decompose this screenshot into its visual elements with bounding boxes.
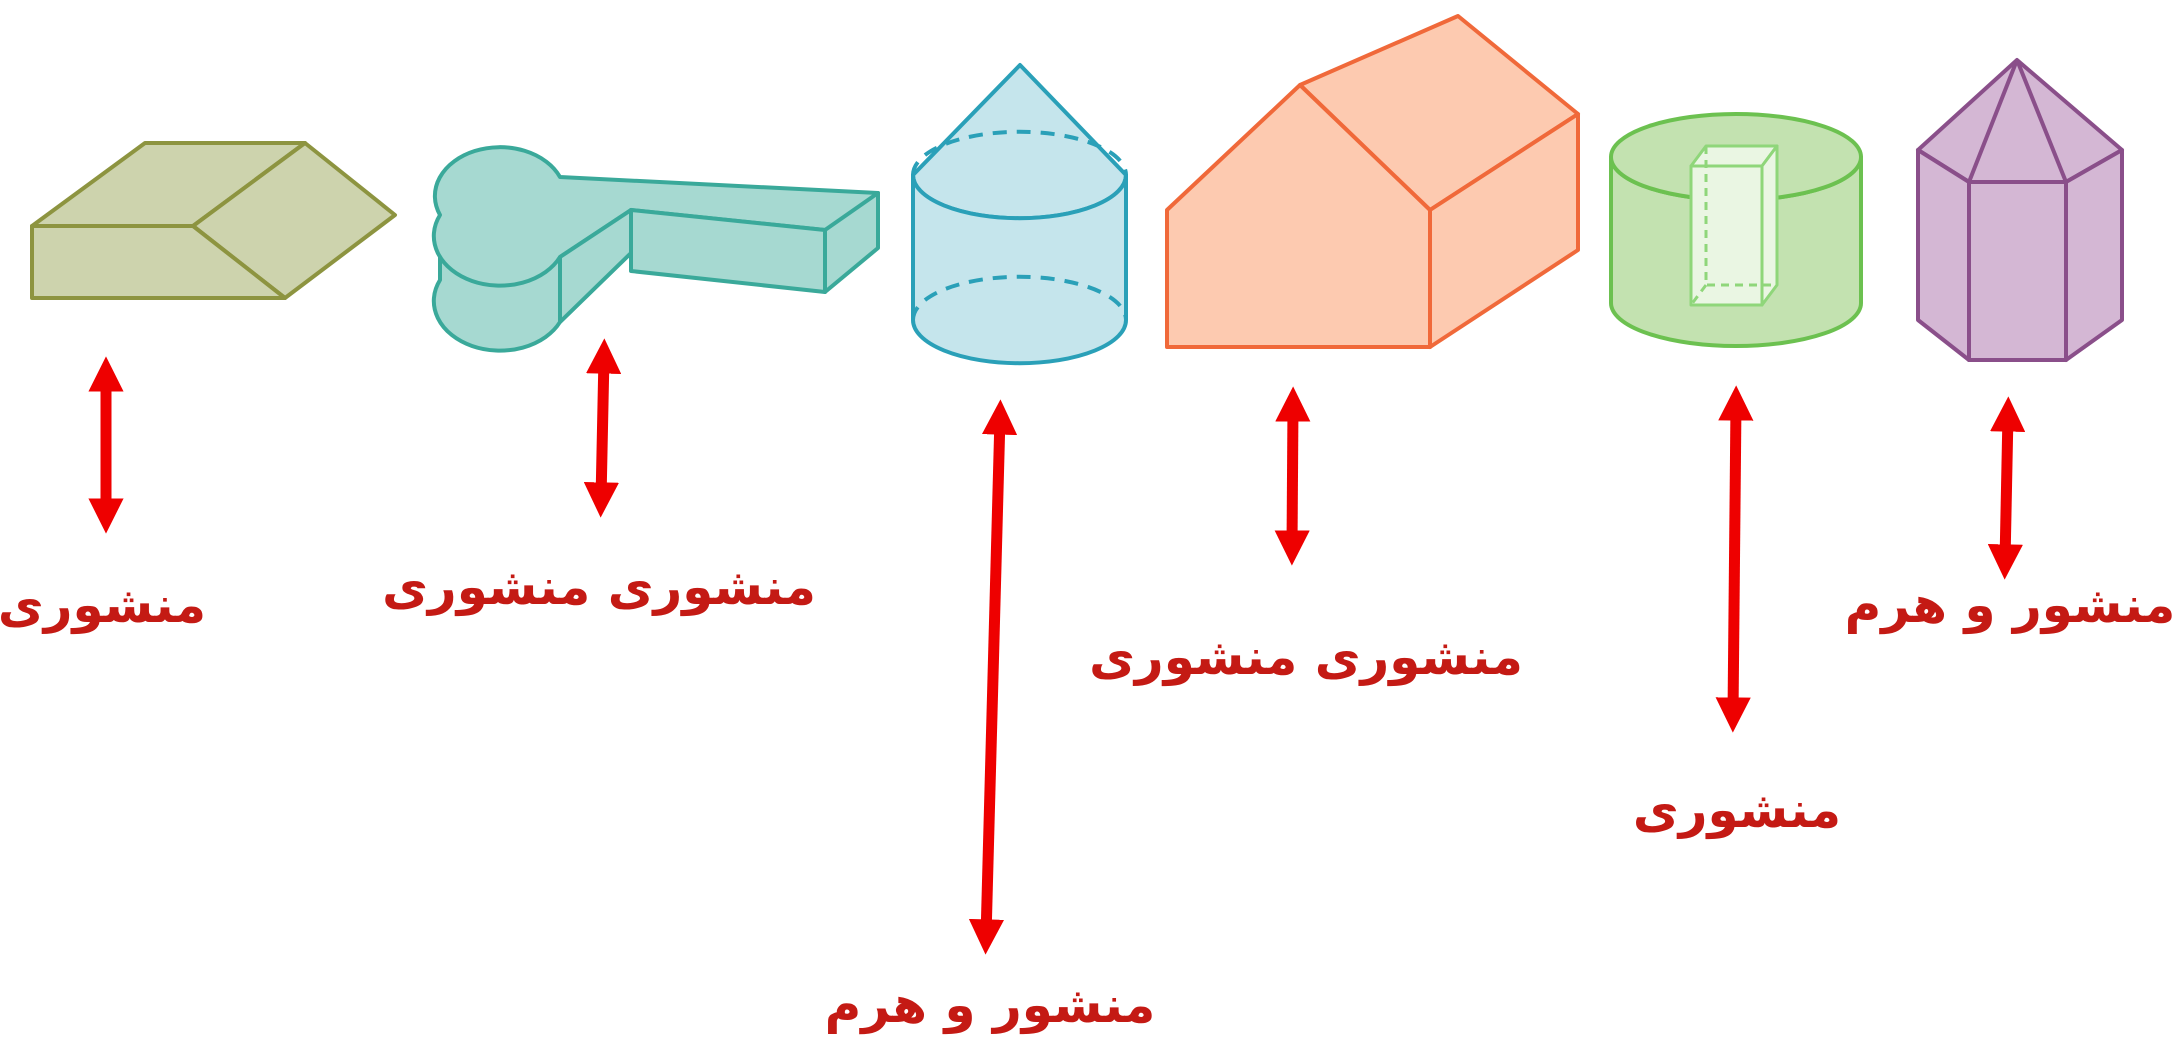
- house-prism-solid: [1165, 14, 1580, 349]
- arrow-shape-2: [583, 338, 622, 518]
- cylinder-with-hole-solid: [1609, 112, 1863, 348]
- label-shape-1: منشوری: [0, 576, 207, 634]
- pentagonal-prism-solid: [30, 141, 397, 300]
- arrow-shape-5: [1715, 385, 1754, 733]
- cylinder-cone-solid: [911, 63, 1128, 366]
- hexagonal-prism-pyramid-solid: [1916, 58, 2124, 362]
- label-shape-5: منشوری: [1632, 781, 1842, 839]
- arrow-shape-4: [1274, 386, 1311, 566]
- label-shape-3: منشور و هرم: [824, 976, 1156, 1034]
- label-shape-2: منشوری منشوری: [382, 558, 816, 616]
- arrow-shape-3: [968, 399, 1018, 955]
- keyhole-prism-solid: [431, 145, 880, 353]
- arrow-shape-6: [1987, 396, 2026, 580]
- arrows: [88, 338, 2026, 955]
- label-shape-6: منشور و هرم: [1844, 576, 2176, 634]
- label-shape-4: منشوری منشوری: [1089, 628, 1523, 686]
